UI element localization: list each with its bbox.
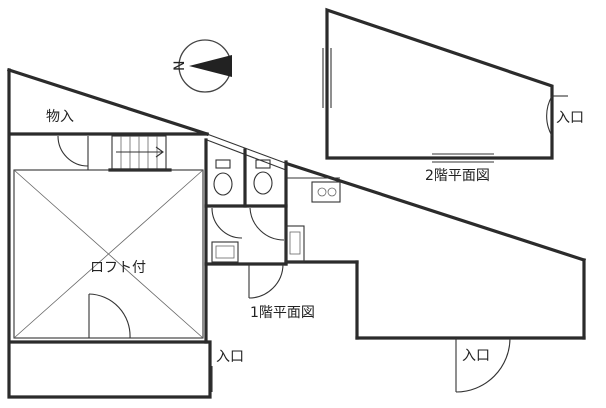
storage-label: 物入 — [46, 109, 74, 125]
floor1-long-diagonal-wall — [285, 161, 587, 263]
storage-door — [57, 135, 89, 170]
wet-area — [204, 148, 341, 266]
floor2-window-left — [322, 48, 332, 108]
floor2-plan: 入口 2階平面図 — [322, 7, 584, 184]
floor1-top-diagonal-wall — [6, 67, 210, 137]
floor1-outer-walls — [7, 68, 212, 399]
floor1-entrance-right-door — [455, 337, 511, 393]
loft-label: ロフト付 — [90, 260, 146, 276]
floor1-entrance-left-label: 入口 — [216, 349, 244, 365]
compass-north-letter: N — [172, 61, 188, 71]
floor2-entrance-door — [546, 95, 568, 137]
wet-area-door-left — [211, 207, 243, 239]
wet-area-door-right — [249, 207, 285, 241]
floor1-window-diagonal — [206, 133, 289, 165]
compass-needle — [189, 55, 232, 77]
floor1-plan: 物入 ロフト付 — [6, 67, 587, 399]
loft-door — [88, 293, 131, 339]
floor2-walls — [325, 7, 554, 160]
staircase — [108, 135, 172, 172]
floor2-window-bottom — [432, 153, 494, 163]
loft-room — [13, 138, 208, 344]
loft-cross-2 — [13, 169, 204, 339]
floor1-title: 1階平面図 — [250, 305, 315, 321]
compass: N — [172, 39, 232, 93]
kitchen-counter — [311, 181, 341, 203]
toilet-left — [213, 159, 233, 196]
wash-basin — [211, 241, 239, 263]
floor2-entrance-label: 入口 — [556, 110, 584, 126]
floor1-entrance-right-label: 入口 — [462, 348, 490, 364]
floor1-inner-door — [248, 263, 284, 299]
floor2-title: 2階平面図 — [425, 168, 490, 184]
sink — [285, 225, 305, 263]
toilet-right — [253, 159, 273, 195]
